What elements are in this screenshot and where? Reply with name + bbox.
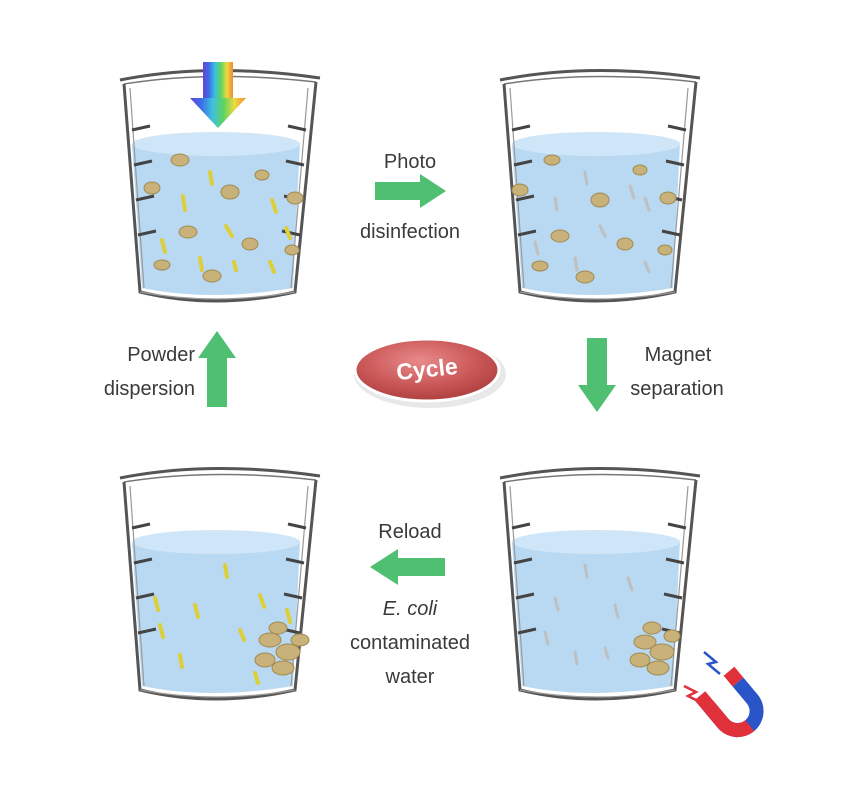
label-contaminated: contaminated bbox=[349, 632, 471, 654]
beaker-bottom-right bbox=[498, 466, 702, 701]
light-rainbow-arrow-icon bbox=[190, 62, 246, 128]
magnet-icon bbox=[694, 666, 764, 738]
label-photo: Photo bbox=[383, 151, 437, 173]
particle-clump-bottom-right bbox=[629, 621, 681, 676]
rods-top-left bbox=[160, 170, 292, 274]
rods-bottom-left bbox=[153, 563, 292, 685]
arrow-down-magnet bbox=[578, 338, 616, 412]
label-powder: Powder bbox=[127, 344, 195, 366]
arrow-up-powder bbox=[198, 331, 236, 407]
rods-top-right bbox=[533, 170, 651, 274]
particle-clump-bottom-left bbox=[254, 621, 310, 676]
label-separation: separation bbox=[630, 378, 724, 400]
label-ecoli: E. coli bbox=[382, 598, 438, 620]
beaker-top-right bbox=[498, 68, 702, 303]
particles-top-right bbox=[511, 154, 677, 284]
arrow-right-photo bbox=[375, 174, 446, 208]
label-disinfection: disinfection bbox=[359, 221, 461, 243]
label-dispersion: dispersion bbox=[103, 378, 195, 400]
arrow-left-reload bbox=[370, 549, 445, 585]
rods-bottom-right bbox=[543, 563, 634, 666]
spark-icon bbox=[683, 651, 721, 704]
label-magnet: Magnet bbox=[644, 344, 712, 366]
label-water: water bbox=[385, 666, 435, 688]
cycle-badge bbox=[353, 337, 506, 408]
label-reload: Reload bbox=[378, 521, 442, 543]
particles-top-left bbox=[143, 153, 304, 283]
